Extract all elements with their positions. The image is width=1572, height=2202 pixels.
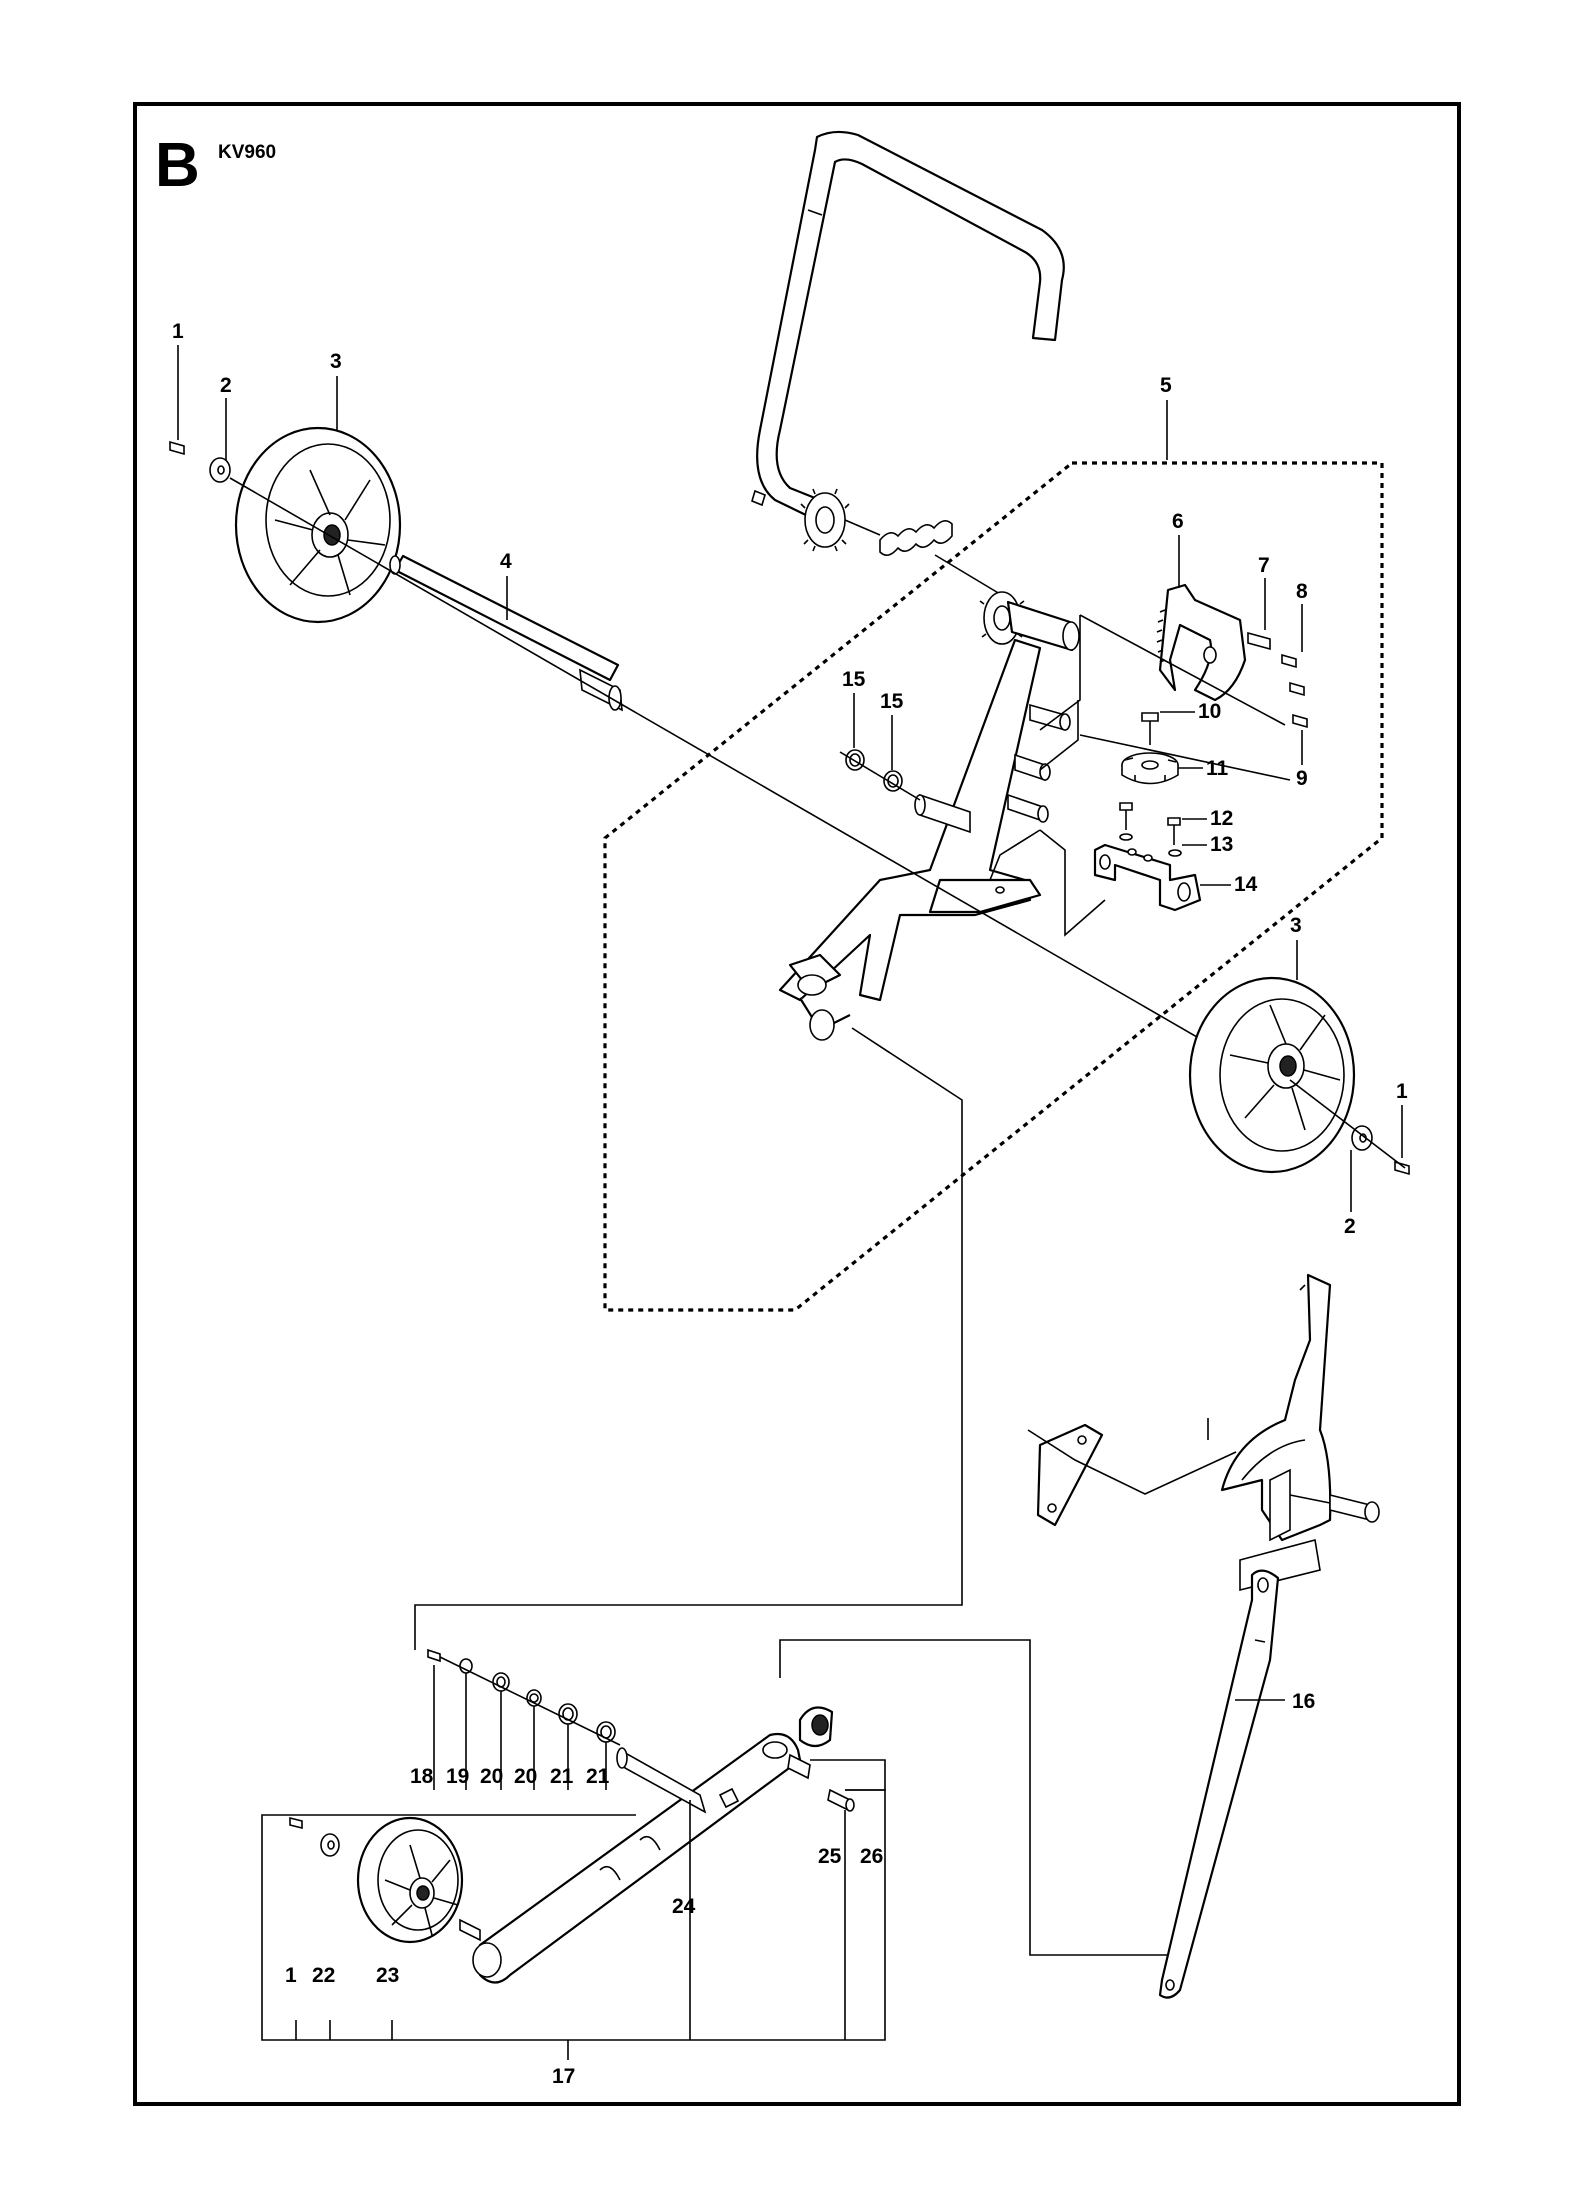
diagram-frame [133, 102, 1461, 2106]
callout-11: 11 [1206, 757, 1229, 780]
callout-26: 26 [860, 1845, 883, 1868]
handle-frame [751, 130, 1065, 520]
callout-5: 5 [1160, 374, 1172, 397]
callout-1b: 1 [1396, 1080, 1408, 1103]
callout-1a: 1 [172, 320, 184, 343]
bolt-10 [1141, 712, 1159, 745]
bracket-6 [1156, 583, 1247, 702]
knob-11 [1121, 752, 1179, 785]
lever-16 [1158, 1569, 1280, 1999]
shaft-lower [616, 1747, 707, 1814]
callout-24: 24 [672, 1895, 696, 1918]
side-plate [1220, 1273, 1332, 1592]
callout-labels: 1 2 3 4 5 6 7 8 9 10 11 12 13 14 15 15 3… [172, 320, 1408, 2088]
callout-13: 13 [1210, 833, 1233, 856]
model-label: KV960 [218, 142, 276, 163]
callout-16: 16 [1292, 1690, 1315, 1713]
washer-row-18-21 [427, 1648, 616, 1743]
callout-2a: 2 [220, 374, 232, 397]
callout-19: 19 [446, 1765, 469, 1788]
wheel-right [1188, 976, 1356, 1174]
callout-17: 17 [552, 2065, 575, 2088]
screws-12-13 [1119, 802, 1182, 857]
callout-2b: 2 [1344, 1215, 1356, 1238]
callout-25: 25 [818, 1845, 842, 1868]
callout-18: 18 [410, 1765, 434, 1788]
screw-right [1394, 1160, 1410, 1176]
washer-left [209, 457, 231, 483]
assembly-5-boundary [603, 461, 1384, 1312]
bracket-14 [1093, 843, 1202, 912]
callout-1c: 1 [285, 1964, 297, 1987]
callout-14: 14 [1234, 873, 1258, 896]
callout-3a: 3 [330, 350, 342, 373]
pins-7-8-9 [1247, 631, 1308, 729]
callout-20b: 20 [514, 1765, 537, 1788]
callout-9: 9 [1296, 767, 1308, 790]
callout-21b: 21 [586, 1765, 610, 1788]
cart-frame [778, 638, 1071, 1041]
callout-22: 22 [312, 1964, 335, 1987]
screw-left [169, 440, 185, 456]
callout-21a: 21 [550, 1765, 574, 1788]
callout-4: 4 [500, 550, 512, 573]
wheel-left [234, 426, 402, 624]
wheel-23 [356, 1816, 481, 1944]
axle [389, 554, 623, 712]
callout-20a: 20 [480, 1765, 503, 1788]
callout-15a: 15 [842, 668, 866, 691]
screw-1-lower [289, 1816, 303, 1830]
callout-3b: 3 [1290, 914, 1302, 937]
knob-26 [798, 1706, 834, 1748]
section-letter: B [155, 131, 200, 200]
pin-25 [827, 1788, 855, 1812]
callout-8: 8 [1296, 580, 1308, 603]
callout-10: 10 [1198, 700, 1221, 723]
callout-7: 7 [1258, 554, 1270, 577]
small-plate [1036, 1423, 1104, 1527]
washer-22 [320, 1833, 340, 1857]
callout-15b: 15 [880, 690, 904, 713]
gear-and-spring [800, 488, 1080, 652]
callout-23: 23 [376, 1964, 399, 1987]
callout-12: 12 [1210, 807, 1233, 830]
callout-6: 6 [1172, 510, 1184, 533]
lower-arm-24 [472, 1732, 811, 1984]
pin-bolt [1207, 1418, 1380, 1523]
